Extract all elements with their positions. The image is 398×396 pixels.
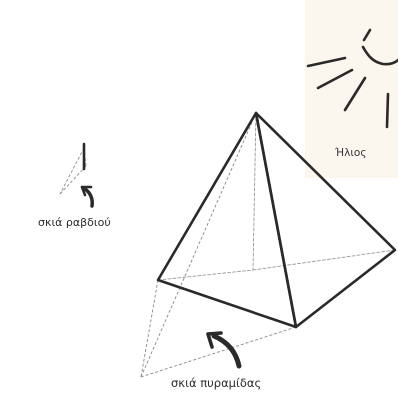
pyramid-shadow-label: σκιά πυραμίδας: [171, 376, 261, 390]
curved-arrow-icon: [208, 333, 239, 366]
sun-label: Ήλιος: [335, 147, 367, 159]
stick-shadow-arrow-icon: [82, 187, 92, 206]
stick-shadow-label: σκιά ραβδιού: [38, 216, 111, 229]
